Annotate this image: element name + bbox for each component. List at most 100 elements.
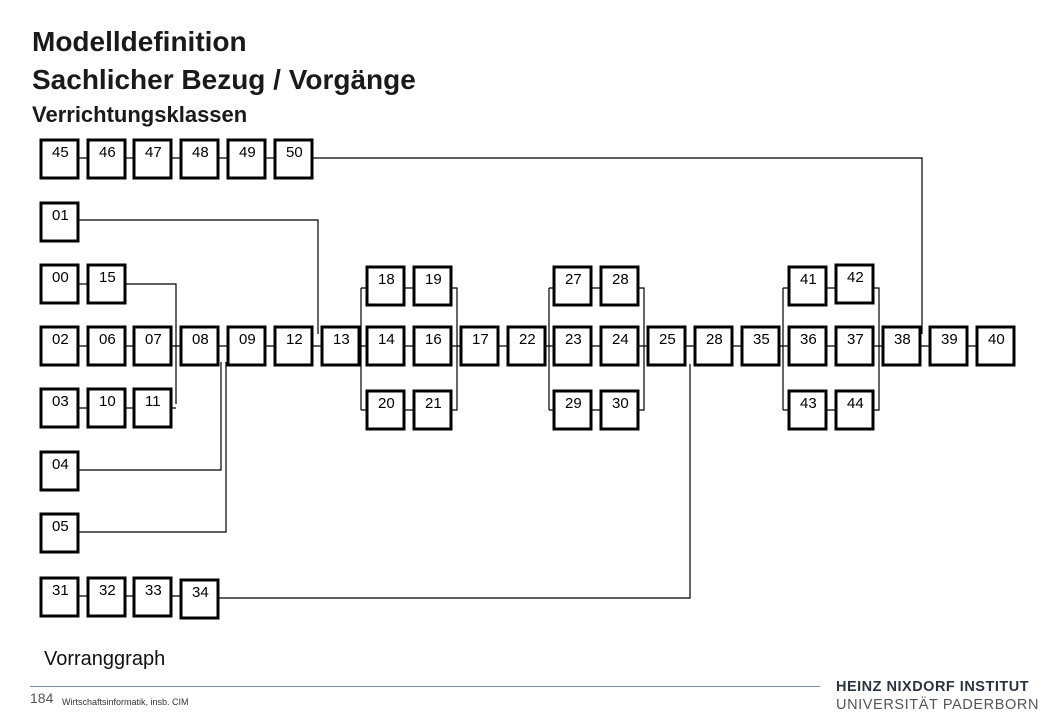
node-label: 41 (800, 271, 817, 288)
node-06: 06 (86, 325, 127, 367)
node-box (86, 138, 127, 180)
diagram-caption: Vorranggraph (44, 648, 166, 670)
node-box (412, 325, 453, 367)
node-box (132, 138, 173, 180)
page-subsubtitle: Verrichtungsklassen (32, 102, 248, 127)
node-03: 03 (39, 387, 80, 429)
node-40: 40 (975, 325, 1016, 367)
node-box (599, 265, 640, 307)
edge (312, 157, 923, 334)
node-13: 13 (320, 325, 361, 367)
node-box (412, 265, 453, 307)
page-subtitle: Sachlicher Bezug / Vorgänge (32, 64, 416, 95)
node-box (39, 263, 80, 305)
node-box (132, 325, 173, 367)
edge (78, 362, 227, 533)
node-label: 12 (286, 331, 303, 348)
node-39: 39 (928, 325, 969, 367)
node-19: 19 (412, 265, 453, 307)
node-label: 29 (565, 395, 582, 412)
edge (218, 364, 691, 599)
node-label: 05 (52, 518, 69, 535)
node-box (646, 325, 687, 367)
node-42: 42 (834, 263, 875, 305)
edge (78, 362, 222, 471)
node-box (39, 512, 80, 554)
edge (638, 287, 648, 411)
node-label: 36 (800, 331, 817, 348)
node-box (975, 325, 1016, 367)
node-24: 24 (599, 325, 640, 367)
node-label: 22 (519, 331, 536, 348)
node-box (599, 389, 640, 431)
node-04: 04 (39, 450, 80, 492)
node-label: 33 (145, 582, 162, 599)
node-14: 14 (365, 325, 406, 367)
node-label: 34 (192, 584, 209, 601)
node-box (552, 325, 593, 367)
node-20: 20 (365, 389, 406, 431)
node-label: 39 (941, 331, 958, 348)
node-label: 15 (99, 269, 116, 286)
node-label: 38 (894, 331, 911, 348)
node-box (86, 387, 127, 429)
node-box (179, 325, 220, 367)
node-label: 16 (425, 331, 442, 348)
node-17: 17 (459, 325, 500, 367)
node-label: 35 (753, 331, 770, 348)
node-28a: 28 (599, 265, 640, 307)
node-18: 18 (365, 265, 406, 307)
node-08: 08 (179, 325, 220, 367)
node-16: 16 (412, 325, 453, 367)
footer-text: Wirtschaftsinformatik, insb. CIM (62, 697, 189, 707)
node-box (834, 325, 875, 367)
node-label: 44 (847, 395, 864, 412)
node-label: 09 (239, 331, 256, 348)
node-38: 38 (881, 325, 922, 367)
node-box (273, 138, 314, 180)
node-label: 11 (145, 393, 161, 410)
node-label: 00 (52, 269, 69, 286)
node-label: 21 (425, 395, 442, 412)
node-label: 49 (239, 144, 256, 161)
node-box (39, 450, 80, 492)
node-box (834, 389, 875, 431)
institute-logo-line2: UNIVERSITÄT PADERBORN (836, 697, 1040, 713)
page-number: 184 (30, 690, 54, 706)
node-label: 27 (565, 271, 582, 288)
node-31: 31 (39, 576, 80, 618)
node-label: 04 (52, 456, 69, 473)
node-label: 20 (378, 395, 395, 412)
node-label: 07 (145, 331, 162, 348)
node-41: 41 (787, 265, 828, 307)
node-box (226, 138, 267, 180)
node-label: 10 (99, 393, 116, 410)
node-box (740, 325, 781, 367)
node-33: 33 (132, 576, 173, 618)
node-label: 30 (612, 395, 629, 412)
node-37: 37 (834, 325, 875, 367)
node-box (86, 576, 127, 618)
edge (826, 287, 836, 411)
node-34: 34 (179, 578, 220, 620)
node-07: 07 (132, 325, 173, 367)
node-50: 50 (273, 138, 314, 180)
node-23: 23 (552, 325, 593, 367)
node-12: 12 (273, 325, 314, 367)
node-49: 49 (226, 138, 267, 180)
edge (404, 287, 414, 411)
node-label: 17 (472, 331, 489, 348)
node-box (552, 389, 593, 431)
node-label: 23 (565, 331, 582, 348)
edge (451, 287, 461, 411)
node-label: 43 (800, 395, 817, 412)
edge (779, 288, 789, 410)
node-label: 28 (706, 331, 723, 348)
node-44: 44 (834, 389, 875, 431)
node-45: 45 (39, 138, 80, 180)
node-box (320, 325, 361, 367)
node-label: 06 (99, 331, 116, 348)
node-box (599, 325, 640, 367)
node-label: 14 (378, 331, 395, 348)
